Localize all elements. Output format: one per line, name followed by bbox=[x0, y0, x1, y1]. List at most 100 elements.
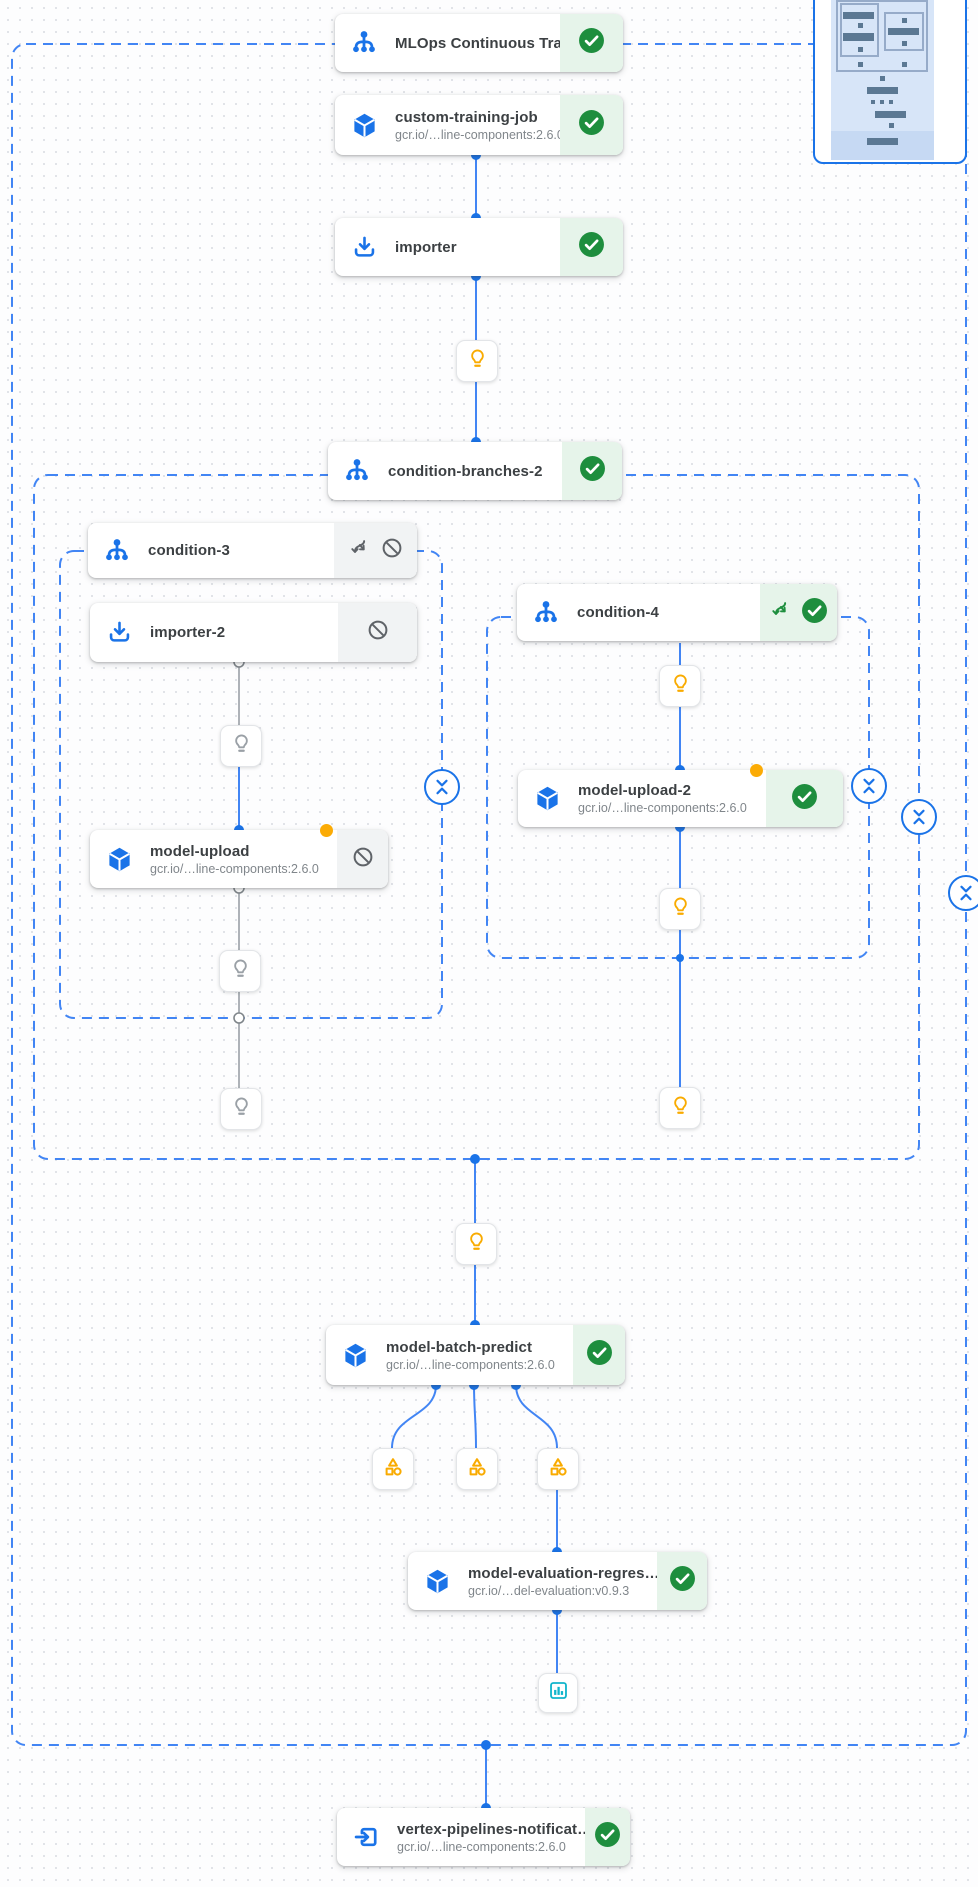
minimap-group bbox=[884, 12, 924, 51]
exit-handler-icon bbox=[350, 1823, 382, 1851]
success-icon bbox=[791, 783, 818, 815]
artifact-output-dot[interactable] bbox=[320, 824, 333, 837]
import-download-icon bbox=[348, 234, 380, 261]
node-title: MLOps Continuous Traini… bbox=[395, 34, 560, 52]
collapse-button[interactable] bbox=[424, 769, 460, 805]
lightbulb-icon bbox=[466, 347, 489, 375]
lightbulb-icon bbox=[230, 1095, 253, 1123]
node-model-upload[interactable]: model-upload gcr.io/…line-components:2.6… bbox=[90, 830, 388, 888]
lightbulb-icon bbox=[669, 1094, 692, 1122]
branch-icon bbox=[769, 599, 791, 626]
node-title: model-upload bbox=[150, 842, 250, 860]
bar-chart-icon bbox=[547, 1679, 570, 1707]
node-importer-2[interactable]: importer-2 bbox=[90, 603, 417, 662]
minimap-node bbox=[858, 47, 863, 52]
lightbulb-node[interactable] bbox=[456, 340, 498, 382]
node-title: importer bbox=[395, 238, 457, 256]
minimap-node bbox=[867, 87, 898, 94]
lightbulb-node[interactable] bbox=[455, 1223, 497, 1265]
node-subtitle: gcr.io/…line-components:2.6.0 bbox=[578, 801, 747, 815]
success-icon bbox=[594, 1821, 621, 1853]
minimap-node bbox=[889, 123, 894, 128]
metrics-artifact-node[interactable] bbox=[538, 1673, 578, 1713]
lightbulb-node[interactable] bbox=[659, 1087, 701, 1129]
status-section bbox=[657, 1552, 707, 1610]
node-condition-3[interactable]: condition-3 bbox=[88, 523, 417, 578]
status-section bbox=[334, 523, 417, 578]
minimap-group bbox=[836, 0, 928, 72]
node-subtitle: gcr.io/…del-evaluation:v0.9.3 bbox=[468, 1583, 630, 1598]
collapse-button[interactable] bbox=[901, 799, 937, 835]
lightbulb-node-skipped[interactable] bbox=[219, 950, 261, 992]
branch-icon bbox=[348, 537, 370, 564]
node-title: custom-training-job bbox=[395, 108, 538, 126]
collapse-button[interactable] bbox=[851, 768, 887, 804]
collapse-button[interactable] bbox=[948, 875, 978, 911]
minimap-node bbox=[902, 41, 907, 46]
success-icon bbox=[578, 27, 605, 59]
node-subtitle: gcr.io/…line-components:2.6.0 bbox=[395, 127, 560, 142]
status-section bbox=[337, 830, 388, 888]
success-icon bbox=[801, 597, 828, 629]
status-section bbox=[562, 442, 622, 500]
node-title: condition-branches-2 bbox=[388, 462, 543, 480]
node-title: importer-2 bbox=[150, 624, 226, 641]
node-model-upload-2[interactable]: model-upload-2 gcr.io/…line-components:2… bbox=[518, 770, 843, 827]
minimap-node bbox=[858, 23, 863, 28]
node-subtitle: gcr.io/…line-components:2.6.0 bbox=[150, 861, 319, 876]
artifact-node[interactable] bbox=[537, 1448, 579, 1490]
minimap-band bbox=[831, 131, 934, 160]
minimap-node bbox=[843, 33, 874, 41]
lightbulb-node-skipped[interactable] bbox=[220, 725, 262, 767]
lightbulb-icon bbox=[229, 957, 252, 985]
minimap-node bbox=[858, 62, 863, 67]
component-cube-icon bbox=[348, 112, 380, 139]
node-model-evaluation-regression[interactable]: model-evaluation-regres… gcr.io/…del-eva… bbox=[408, 1552, 707, 1610]
status-section bbox=[585, 1808, 630, 1866]
minimap-node bbox=[880, 100, 884, 104]
lightbulb-icon bbox=[230, 732, 253, 760]
skipped-icon bbox=[380, 536, 404, 565]
minimap-node bbox=[875, 111, 906, 118]
node-subtitle: gcr.io/…line-components:2.6.0 bbox=[397, 1839, 566, 1854]
artifact-output-dot[interactable] bbox=[750, 764, 763, 777]
artifact-shapes-icon bbox=[546, 1455, 570, 1484]
status-section bbox=[760, 584, 837, 641]
success-icon bbox=[669, 1565, 696, 1597]
minimap[interactable] bbox=[813, 0, 967, 164]
artifact-shapes-icon bbox=[381, 1455, 405, 1484]
node-subtitle: gcr.io/…line-components:2.6.0 bbox=[386, 1357, 555, 1372]
node-importer[interactable]: importer bbox=[335, 218, 623, 276]
success-icon bbox=[579, 455, 606, 487]
skipped-ports bbox=[233, 656, 245, 1024]
lightbulb-node-skipped[interactable] bbox=[220, 1088, 262, 1130]
node-model-batch-predict[interactable]: model-batch-predict gcr.io/…line-compone… bbox=[326, 1325, 625, 1385]
lightbulb-icon bbox=[669, 895, 692, 923]
node-title: model-upload-2 bbox=[578, 782, 692, 799]
collapse-chevrons-icon bbox=[960, 885, 972, 901]
node-vertex-pipelines-notification[interactable]: vertex-pipelines-notificat… gcr.io/…line… bbox=[337, 1808, 630, 1866]
artifact-node[interactable] bbox=[372, 1448, 414, 1490]
artifact-node[interactable] bbox=[456, 1448, 498, 1490]
node-title: condition-3 bbox=[148, 542, 230, 559]
skipped-icon bbox=[351, 845, 375, 874]
artifact-shapes-icon bbox=[465, 1455, 489, 1484]
lightbulb-node[interactable] bbox=[659, 665, 701, 707]
node-title: condition-4 bbox=[577, 604, 659, 621]
status-section bbox=[560, 95, 623, 155]
minimap-node bbox=[902, 62, 907, 67]
node-condition-branches-2[interactable]: condition-branches-2 bbox=[328, 442, 622, 500]
minimap-node bbox=[880, 76, 885, 81]
lightbulb-icon bbox=[669, 672, 692, 700]
collapse-chevrons-icon bbox=[436, 779, 448, 795]
node-condition-4[interactable]: condition-4 bbox=[517, 584, 837, 641]
pipeline-dag-icon bbox=[341, 456, 373, 486]
status-section bbox=[338, 603, 417, 662]
node-title: model-evaluation-regres… bbox=[468, 1564, 657, 1582]
node-custom-training-job[interactable]: custom-training-job gcr.io/…line-compone… bbox=[335, 95, 623, 155]
success-icon bbox=[586, 1339, 613, 1371]
minimap-node bbox=[867, 138, 898, 145]
node-mlops-continuous-training[interactable]: MLOps Continuous Traini… bbox=[335, 14, 623, 72]
lightbulb-node[interactable] bbox=[659, 888, 701, 930]
minimap-node bbox=[902, 18, 907, 23]
